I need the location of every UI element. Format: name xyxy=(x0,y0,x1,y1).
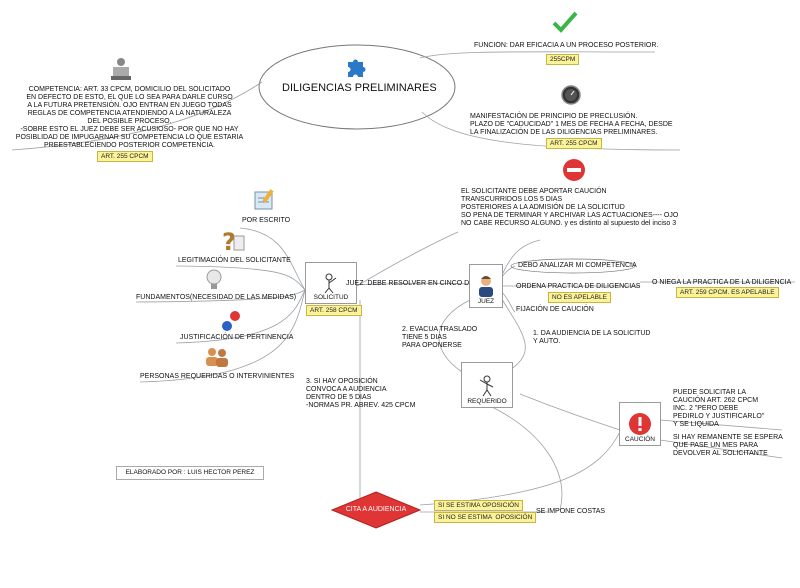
solicitud-item-legitimacion: LEGITIMACIÓN DEL SOLICITANTE xyxy=(178,257,291,264)
warning-icon xyxy=(629,413,651,435)
juez-analizar: DEBO ANALIZAR MI COMPETENCIA xyxy=(518,262,637,269)
solicitud-item-escrito: POR ESCRITO xyxy=(242,217,291,224)
oposicion-text: 3. SI HAY OPOSICIÓN CONVOCA A AUDIENCIA … xyxy=(306,378,416,409)
caucion-node[interactable]: CAUCIÓN xyxy=(619,402,661,446)
solicitud-item-fundamentos: FUNDAMENTOS(NECESIDAD DE LAS MEDIDAS) xyxy=(136,294,297,301)
people-icon xyxy=(204,346,230,373)
manifestacion-text: MANIFESTACIÓN DE PRINCIPIO DE PRECLUSIÓN… xyxy=(470,113,673,136)
requerido-traslado: 2. EVACUA TRASLADO TIENE 5 DIAS PARA OPO… xyxy=(402,326,478,349)
juez-ordena: ORDENA PRACTICA DE DILIGENCIAS xyxy=(516,283,641,290)
caucion-remanente: SI HAY REMANENTE SE ESPERA QUE PASE UN M… xyxy=(673,434,783,457)
no-entry-icon xyxy=(562,158,586,187)
audiencia-label[interactable]: CITA A AUDIENCIA xyxy=(345,506,407,513)
juez-label: JUEZ xyxy=(477,298,495,305)
juez-no-apelable: NO ES APELABLE xyxy=(548,292,611,303)
checkmark-icon xyxy=(552,10,578,39)
person-writing-icon xyxy=(324,273,337,294)
juez-niega: O NIEGA LA PRACTICA DE LA DILIGENCIA xyxy=(652,279,792,286)
competencia-text: COMPETENCIA: ART. 33 CPCM, DOMICILIO DEL… xyxy=(15,86,244,149)
juez-niega-ref: ART. 259 CPCM. ES APELABLE xyxy=(676,287,779,298)
credit-box: ELABORADO POR : LUIS HECTOR PEREZ xyxy=(116,466,264,480)
notepad-icon xyxy=(252,188,276,217)
manifestacion-ref: ART. 255 CPCM xyxy=(546,138,602,149)
audiencia-no-estima: SI NO SE ESTIMA OPOSICIÓN xyxy=(434,512,537,523)
audiencia-diamond xyxy=(330,491,422,529)
central-title: DILIGENCIAS PRELIMINARES xyxy=(282,82,437,94)
stopwatch-icon xyxy=(560,84,582,111)
funcion-ref: 255CPM xyxy=(546,54,580,65)
lightbulb-icon xyxy=(204,268,224,297)
solicitud-item-personas: PERSONAS REQUERIDAS O INTERVINIENTES xyxy=(140,373,295,380)
caucion-puede: PUEDE SOLICITAR LA CAUCIÓN ART. 262 CPCM… xyxy=(673,389,765,428)
juez-node[interactable]: JUEZ xyxy=(469,264,503,308)
juez-edge-label: JUEZ DEBE RESOLVER EN CINCO DIAS xyxy=(346,280,481,287)
audiencia-estima: SI SE ESTIMA OPOSICIÓN xyxy=(434,500,523,511)
audiencia-costas: SE IMPONE COSTAS xyxy=(536,508,606,515)
caucion-top-text: EL SOLICITANTE DEBE APORTAR CAUCIÓN TRAN… xyxy=(461,188,679,227)
requerido-label: REQUERIDO xyxy=(467,398,507,405)
person-pointing-icon xyxy=(479,375,494,397)
svg-text:?: ? xyxy=(222,228,236,254)
funcion-text: FUNCION: DAR EFICACIA A UN PROCESO POSTE… xyxy=(474,42,659,49)
molecule-icon xyxy=(220,310,244,339)
competencia-ref: ART. 255 CPCM xyxy=(97,151,153,162)
juez-fijacion: FIJACIÓN DE CAUCIÓN xyxy=(516,306,594,313)
solicitud-item-justificacion: JUSTIFICACIÓN DE PERTINENCIA xyxy=(180,334,294,341)
judge-desk-icon xyxy=(108,56,134,87)
solicitud-node[interactable]: SOLICITUD xyxy=(305,262,357,304)
solicitud-label: SOLICITUD xyxy=(313,294,349,301)
caucion-label: CAUCIÓN xyxy=(625,436,655,443)
question-mark-icon: ? xyxy=(220,228,246,259)
judge-avatar-icon xyxy=(479,276,493,297)
puzzle-icon xyxy=(344,56,368,85)
requerido-node[interactable]: REQUERIDO xyxy=(461,362,513,408)
solicitud-ref: ART. 258 CPCM xyxy=(306,305,362,316)
requerido-audiencia-sol: 1. DA AUDIENCIA DE LA SOLICITUD Y AUTO. xyxy=(533,330,651,345)
